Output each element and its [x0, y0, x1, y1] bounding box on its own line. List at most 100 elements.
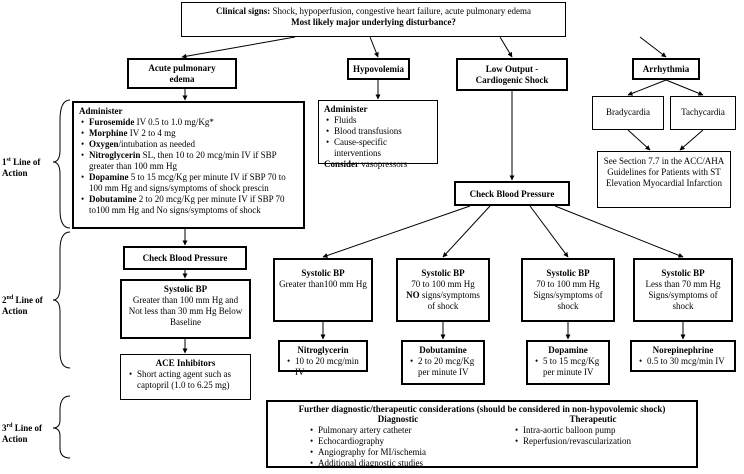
- sbp-box-4-title: Systolic BP: [661, 268, 705, 278]
- list-item: Furosemide IV 0.5 to 1.0 mg/Kg*: [81, 117, 298, 128]
- consider-label: Consider: [324, 159, 360, 169]
- sbp-box-4: Systolic BP Less than 70 mm Hg Signs/sym…: [633, 258, 733, 322]
- check-bp-pulm-label: Check Blood Pressure: [142, 253, 228, 263]
- drug-name: Furosemide: [89, 117, 135, 127]
- dopamine-box: Dopamine 5 to 15 mcg/Kg per minute IV: [526, 340, 610, 385]
- list-item: Reperfusion/revascularization: [515, 436, 673, 447]
- drug-dose: IV 0.5 to 1.0 mg/Kg*: [134, 117, 214, 127]
- sbp-box-3-text: 70 to 100 mm Hg Signs/symptoms of shock: [533, 279, 603, 311]
- sbp-box-1-title: Systolic BP: [301, 268, 345, 278]
- third-line-sup: rd: [6, 423, 13, 429]
- check-bp-cardiogenic-box: Check Blood Pressure: [454, 181, 570, 206]
- ace-inhibitors-list: Short acting agent such as captopril (1.…: [127, 369, 244, 391]
- second-line-num: 2: [2, 295, 7, 305]
- list-item: Blood transfusions: [326, 126, 432, 137]
- guideline-text: See Section 7.7 in the ACC/AHA Guideline…: [603, 156, 725, 188]
- clinical-signs-text: Shock, hypoperfusion, congestive heart f…: [270, 6, 531, 16]
- diagnostic-column: Diagnostic Pulmonary artery catheter Ech…: [308, 414, 488, 469]
- first-line-brace: [52, 99, 71, 229]
- low-output-box: Low Output - Cardiogenic Shock: [456, 58, 568, 91]
- pulm-sbp-box: Systolic BP Greater than 100 mm Hg and N…: [120, 279, 251, 339]
- list-item: 10 to 20 mcg/min IV: [287, 356, 361, 378]
- hypo-administer-box: Administer Fluids Blood transfusions Cau…: [318, 100, 438, 169]
- therapeutic-title: Therapeutic: [569, 414, 617, 424]
- pulm-administer-list: Furosemide IV 0.5 to 1.0 mg/Kg* Morphine…: [79, 117, 298, 216]
- pulm-sbp-title: Systolic BP: [163, 284, 208, 294]
- first-line-num: 1: [2, 157, 7, 167]
- arrhythmia-box: Arrhythmia: [632, 58, 700, 80]
- drug-name: Oxygen: [89, 139, 119, 149]
- first-line-label: 1st Line of Action: [2, 155, 50, 179]
- sbp-box-3: Systolic BP 70 to 100 mm Hg Signs/sympto…: [521, 258, 615, 322]
- sbp-box-2-shock: NO signs/symptoms of shock: [402, 290, 484, 312]
- underlying-disturbance-question: Most likely major underlying disturbance…: [291, 17, 456, 27]
- third-line-brace: [52, 395, 71, 459]
- norepinephrine-list: 0.5 to 30 mcg/min IV: [637, 356, 729, 367]
- second-line-text: Line of Action: [2, 295, 43, 316]
- check-bp-pulm-box: Check Blood Pressure: [123, 246, 247, 270]
- guideline-box: See Section 7.7 in the ACC/AHA Guideline…: [597, 151, 731, 208]
- third-line-label: 3rd Line of Action: [2, 421, 50, 445]
- hypovolemia-box: Hypovolemia: [347, 58, 410, 80]
- arrhythmia-label: Arrhythmia: [642, 64, 690, 74]
- drug-name: Morphine: [89, 128, 128, 138]
- pulm-administer-title: Administer: [79, 106, 123, 116]
- list-item: Pulmonary artery catheter: [310, 425, 488, 436]
- first-line-text: Line of Action: [2, 157, 41, 178]
- dobutamine-list: 2 to 20 mcg/Kg per minute IV: [408, 356, 478, 378]
- list-item: Dopamine 5 to 15 mcg/Kg per minute IV if…: [81, 172, 298, 194]
- nitroglycerin-list: 10 to 20 mcg/min IV: [285, 356, 361, 378]
- diagnostic-list: Pulmonary artery catheter Echocardiograp…: [308, 425, 488, 469]
- drug-name: Dopamine: [89, 172, 129, 182]
- low-output-label: Low Output - Cardiogenic Shock: [475, 64, 549, 85]
- drug-name: Nitroglycerin: [89, 150, 141, 160]
- sbp-box-4-text: Less than 70 mm Hg Signs/symptoms of sho…: [645, 279, 721, 311]
- list-item: Cause-specific interventions: [326, 137, 432, 159]
- second-line-brace: [52, 231, 71, 369]
- first-line-sup: st: [6, 157, 11, 163]
- list-item: Additional diagnostic studies: [310, 458, 488, 469]
- sbp-box-2-no: NO: [406, 290, 420, 300]
- sbp-box-2: Systolic BP 70 to 100 mm Hg NO signs/sym…: [396, 258, 490, 322]
- list-item: Echocardiography: [310, 436, 488, 447]
- sbp-box-1: Systolic BP Greater than100 mm Hg: [273, 258, 373, 322]
- sbp-box-2-title: Systolic BP: [421, 268, 465, 278]
- therapeutic-list: Intra-aortic balloon pump Reperfusion/re…: [513, 425, 673, 447]
- dopamine-list: 5 to 15 mcg/Kg per minute IV: [533, 356, 603, 378]
- list-item: Nitroglycerin SL, then 10 to 20 mcg/min …: [81, 150, 298, 172]
- nitroglycerin-box: Nitroglycerin 10 to 20 mcg/min IV: [278, 340, 368, 377]
- hypo-administer-title: Administer: [324, 104, 368, 114]
- list-item: Short acting agent such as captopril (1.…: [129, 369, 244, 391]
- list-item: Morphine IV 2 to 4 mg: [81, 128, 298, 139]
- sbp-box-1-text: Greater than100 mm Hg: [279, 279, 367, 289]
- drug-dose: IV 2 to 4 mg: [127, 128, 176, 138]
- tachycardia-box: Tachycardia: [670, 96, 736, 130]
- list-item: Fluids: [326, 115, 432, 126]
- acute-pulmonary-edema-box: Acute pulmonary edema: [127, 58, 237, 89]
- sbp-box-2-text: 70 to 100 mm Hg: [411, 279, 475, 289]
- norepinephrine-box: Norepinephrine 0.5 to 30 mcg/min IV: [630, 340, 736, 372]
- pulm-sbp-text: Greater than 100 mm Hg and Not less than…: [128, 295, 243, 327]
- diagnostic-title: Diagnostic: [377, 414, 419, 424]
- hypovolemia-label: Hypovolemia: [353, 64, 404, 74]
- dobutamine-title: Dobutamine: [419, 345, 467, 355]
- drug-dose: 2 to 20 mcg/Kg per minute IV if SBP 70 t…: [89, 194, 285, 215]
- sbp-box-2-shock-text: signs/symptoms of shock: [419, 290, 480, 311]
- third-line-text: Line of Action: [2, 423, 43, 444]
- list-item: Angiography for MI/ischemia: [310, 447, 488, 458]
- dobutamine-box: Dobutamine 2 to 20 mcg/Kg per minute IV: [401, 340, 485, 385]
- bradycardia-box: Bradycardia: [592, 96, 664, 130]
- consider-text: vasopressors: [359, 159, 408, 169]
- dopamine-title: Dopamine: [548, 345, 588, 355]
- ace-inhibitors-box: ACE Inhibitors Short acting agent such a…: [120, 354, 251, 400]
- list-item: 5 to 15 mcg/Kg per minute IV: [535, 356, 603, 378]
- norepinephrine-title: Norepinephrine: [652, 345, 714, 355]
- drug-dose: /intubation as needed: [118, 139, 195, 149]
- list-item: 2 to 20 mcg/Kg per minute IV: [410, 356, 478, 378]
- drug-dose: 5 to 15 mcg/Kg per minute IV if SBP 70 t…: [89, 172, 286, 193]
- drug-dose: SL, then 10 to 20 mcg/min IV if SBP grea…: [89, 150, 277, 171]
- therapeutic-column: Therapeutic Intra-aortic balloon pump Re…: [513, 414, 673, 447]
- sbp-box-3-title: Systolic BP: [546, 268, 590, 278]
